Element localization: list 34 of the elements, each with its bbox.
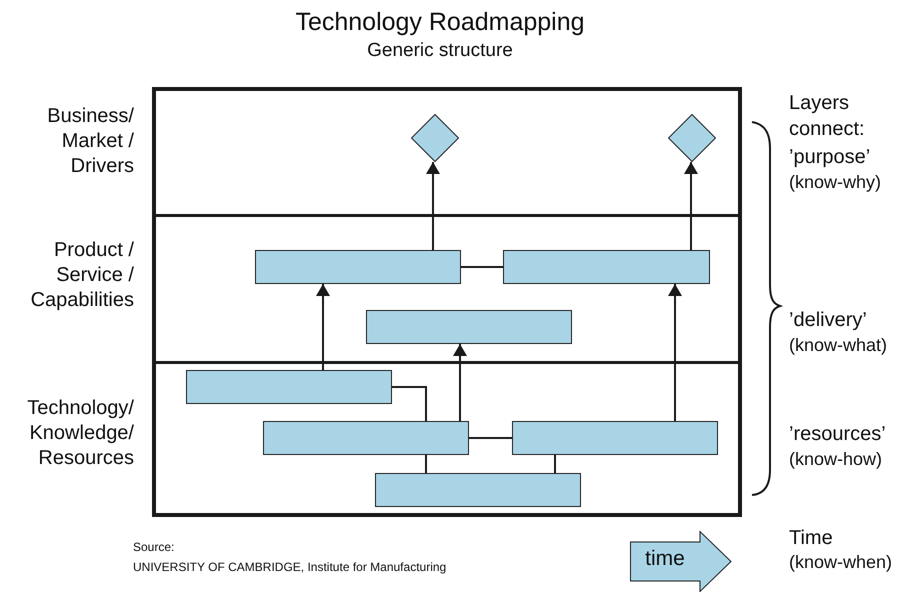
arrow	[668, 284, 682, 421]
layer-note: (know-when)	[789, 552, 892, 573]
arrow	[316, 284, 330, 370]
layer-role: ’resources’	[789, 423, 886, 446]
source-note: UNIVERSITY OF CAMBRIDGE, Institute for Manufacturing	[133, 560, 446, 574]
layer-role: ’purpose’	[789, 146, 870, 169]
layer-note: (know-how)	[789, 449, 882, 470]
layer-heading: Product / Service / Capabilities	[30, 238, 134, 313]
connector-line	[469, 437, 512, 439]
roadmap-bar	[186, 370, 392, 404]
roadmap-bar	[375, 473, 581, 507]
arrow-label: time	[644, 547, 686, 571]
roadmap-bar	[255, 250, 461, 284]
side-heading: Time	[789, 527, 833, 550]
roadmap-bar	[503, 250, 710, 284]
layer-heading: Technology/ Knowledge/ Resources	[26, 396, 134, 471]
layer-heading: Business/ Market / Drivers	[46, 104, 134, 179]
roadmap-bar	[263, 421, 469, 455]
layer-role: ’delivery’	[789, 309, 867, 332]
layer-note: (know-why)	[789, 172, 882, 193]
arrow	[426, 162, 440, 250]
title: Technology Roadmapping	[294, 8, 586, 37]
layer-note: (know-what)	[789, 335, 888, 356]
connector-line	[554, 455, 556, 473]
subtitle: Generic structure	[366, 40, 514, 62]
side-heading: Layers connect:	[789, 91, 866, 142]
connector-line	[392, 386, 427, 421]
roadmap-bar	[512, 421, 718, 455]
arrow	[684, 162, 698, 250]
connector-line	[425, 455, 427, 473]
source-note: Source:	[133, 540, 174, 554]
connector-line	[461, 266, 503, 268]
roadmap-bar	[366, 310, 572, 344]
arrow	[453, 344, 467, 421]
